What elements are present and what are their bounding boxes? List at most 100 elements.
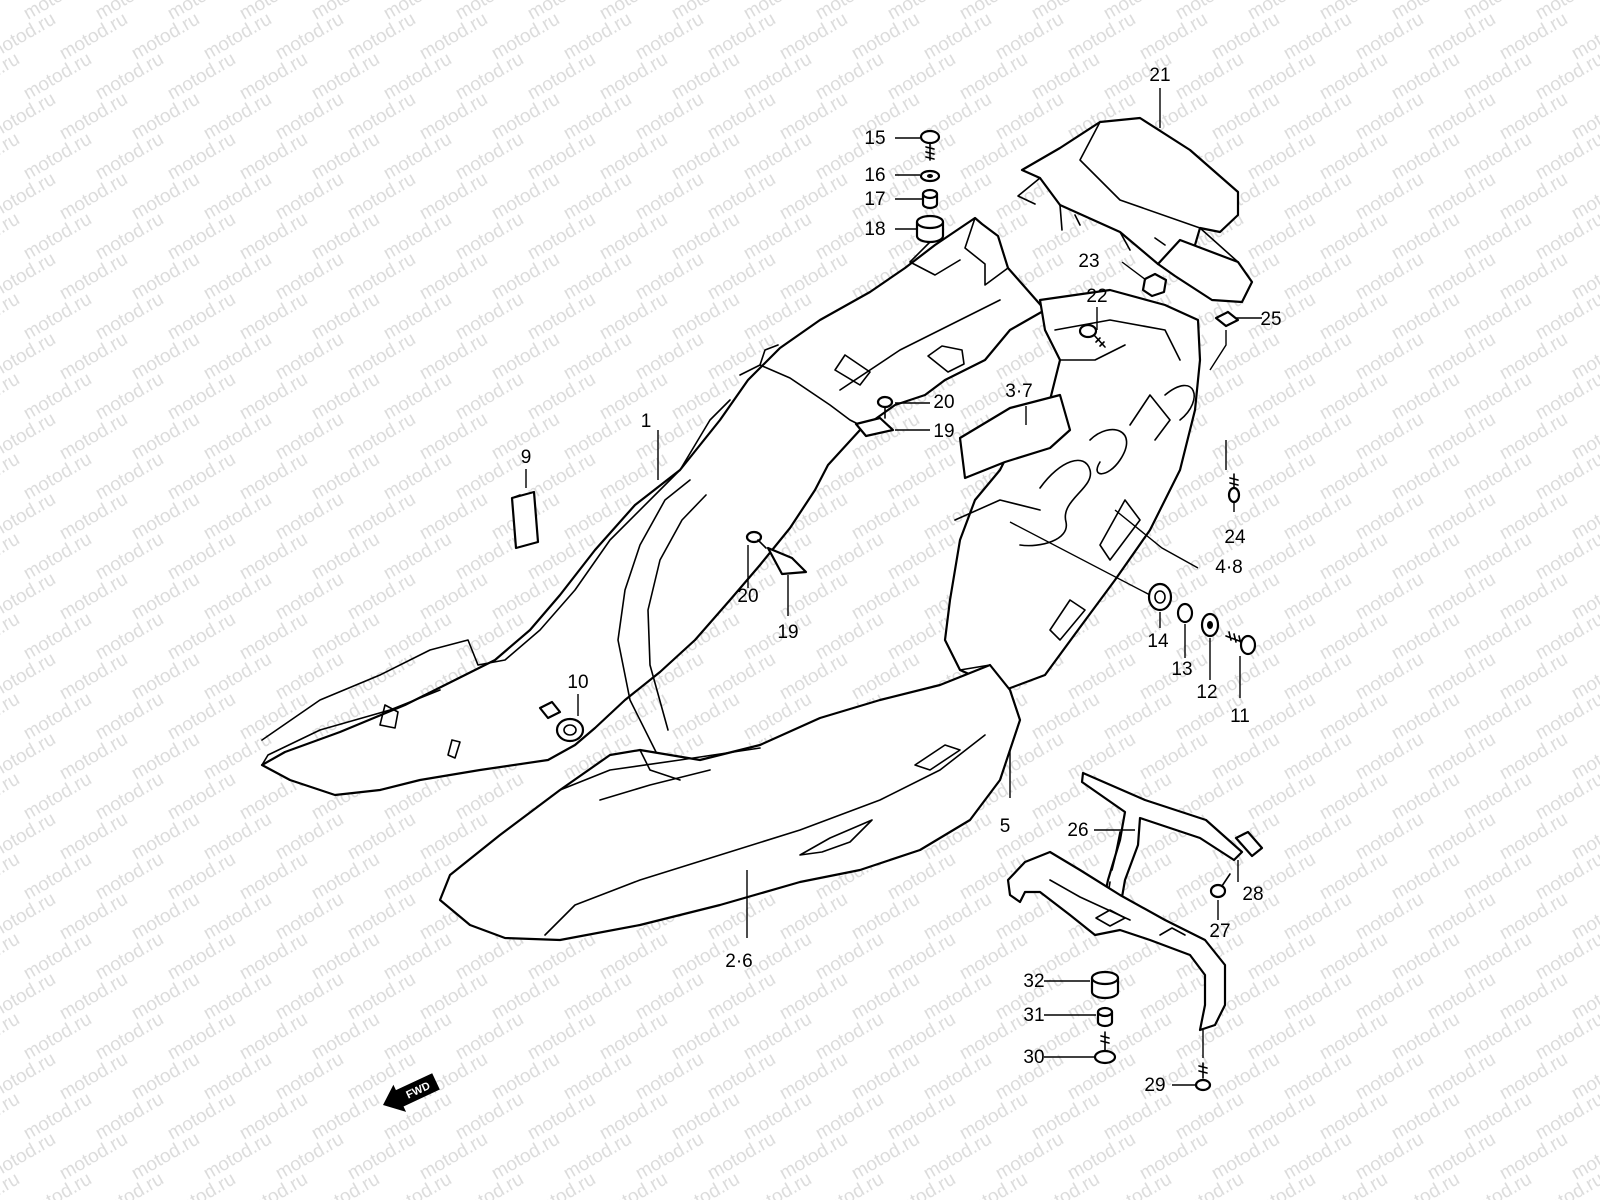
watermark-text: motod.ru [20, 849, 95, 905]
part-25-clip[interactable] [1214, 310, 1240, 328]
part-28-clip[interactable] [1234, 830, 1264, 858]
watermark-text: motod.ru [1496, 489, 1571, 545]
watermark-text: motod.ru [596, 1009, 671, 1065]
watermark-text: motod.ru [776, 9, 851, 65]
watermark-text: motod.ru [1280, 889, 1355, 945]
watermark-text: motod.ru [236, 209, 311, 265]
callout-2-6: 2·6 [725, 951, 752, 972]
watermark-text: motod.ru [128, 809, 203, 865]
watermark-text: motod.ru [956, 929, 1031, 985]
watermark-text: motod.ru [1388, 209, 1463, 265]
part-license-frame[interactable] [1006, 850, 1227, 1032]
watermark-text: motod.ru [344, 649, 419, 705]
watermark-text: motod.ru [452, 369, 527, 425]
part-23-nut[interactable] [1141, 272, 1168, 298]
watermark-text: motod.ru [200, 249, 275, 305]
watermark-text: motod.ru [1244, 209, 1319, 265]
watermark-text: motod.ru [56, 1049, 131, 1105]
watermark-text: motod.ru [272, 249, 347, 305]
watermark-text: motod.ru [1424, 809, 1499, 865]
part-24-screw[interactable] [1227, 473, 1241, 504]
watermark-text: motod.ru [1064, 649, 1139, 705]
watermark-text: motod.ru [164, 769, 239, 825]
watermark-text: motod.ru [308, 1169, 383, 1200]
watermark-text: motod.ru [1460, 689, 1535, 745]
part-15-bolt[interactable] [919, 129, 941, 161]
watermark-text: motod.ru [1316, 769, 1391, 825]
watermark-text: motod.ru [776, 969, 851, 1025]
watermark-text: motod.ru [488, 969, 563, 1025]
part-20-screw-upper[interactable] [876, 395, 894, 419]
watermark-text: motod.ru [380, 369, 455, 425]
callout-13: 13 [1171, 659, 1192, 680]
watermark-text: motod.ru [0, 369, 23, 425]
watermark-text: motod.ru [344, 569, 419, 625]
watermark-text: motod.ru [0, 49, 23, 105]
watermark-text: motod.ru [524, 129, 599, 185]
watermark-text: motod.ru [1208, 489, 1283, 545]
part-18-cushion[interactable] [915, 214, 945, 244]
part-9-label[interactable] [510, 490, 540, 550]
watermark-text: motod.ru [1532, 609, 1600, 665]
part-20-screw-lower[interactable] [745, 530, 767, 549]
watermark-text: motod.ru [56, 249, 131, 305]
part-12-washer[interactable] [1200, 612, 1220, 638]
part-2-6-side-cover[interactable] [438, 663, 1022, 942]
watermark-text: motod.ru [308, 929, 383, 985]
watermark-text: motod.ru [344, 89, 419, 145]
watermark-text: motod.ru [1532, 129, 1600, 185]
watermark-text: motod.ru [56, 969, 131, 1025]
part-21-rear-cover[interactable] [1017, 116, 1254, 304]
watermark-text: motod.ru [308, 609, 383, 665]
watermark-text: motod.ru [20, 369, 95, 425]
part-27-screw[interactable] [1209, 873, 1231, 899]
watermark-text: motod.ru [812, 1009, 887, 1065]
part-31-collar[interactable] [1096, 1006, 1114, 1028]
watermark-text: motod.ru [200, 89, 275, 145]
watermark-text: motod.ru [200, 1049, 275, 1105]
watermark-text: motod.ru [1424, 569, 1499, 625]
watermark-text: motod.ru [1244, 449, 1319, 505]
part-1-seat-tail-frame[interactable] [260, 216, 1047, 797]
watermark-text: motod.ru [0, 609, 23, 665]
callout-30: 30 [1023, 1047, 1044, 1068]
callout-15: 15 [864, 128, 885, 149]
watermark-text: motod.ru [56, 89, 131, 145]
callout-3-7: 3·7 [1005, 381, 1032, 402]
watermark-text: motod.ru [1244, 929, 1319, 985]
part-3-7-emblem-panel[interactable] [958, 393, 1072, 480]
part-13-collar[interactable] [1176, 602, 1194, 624]
watermark-text: motod.ru [920, 889, 995, 945]
watermark-text: motod.ru [1460, 1169, 1535, 1200]
watermark-text: motod.ru [200, 729, 275, 785]
watermark-text: motod.ru [452, 1009, 527, 1065]
watermark-text: motod.ru [1064, 1129, 1139, 1185]
part-19-clip-lower[interactable] [766, 546, 808, 576]
part-11-bolt[interactable] [1225, 631, 1257, 656]
part-32-cushion[interactable] [1090, 970, 1120, 1000]
watermark-text: motod.ru [1460, 369, 1535, 425]
watermark-text: motod.ru [704, 649, 779, 705]
watermark-text: motod.ru [884, 529, 959, 585]
part-16-washer[interactable] [919, 169, 941, 183]
part-14-cushion[interactable] [1147, 582, 1173, 612]
part-10-grommet[interactable] [538, 700, 585, 743]
watermark-text: motod.ru [1496, 569, 1571, 625]
watermark-text: motod.ru [668, 289, 743, 345]
watermark-text: motod.ru [92, 1169, 167, 1200]
watermark-text: motod.ru [632, 1049, 707, 1105]
watermark-text: motod.ru [1244, 769, 1319, 825]
watermark-text: motod.ru [164, 1009, 239, 1065]
part-17-collar[interactable] [921, 188, 939, 210]
part-22-screw[interactable] [1078, 323, 1106, 348]
watermark-text: motod.ru [308, 129, 383, 185]
watermark-text: motod.ru [560, 969, 635, 1025]
watermark-text: motod.ru [92, 449, 167, 505]
part-30-bolt[interactable] [1093, 1031, 1117, 1065]
watermark-text: motod.ru [1244, 1009, 1319, 1065]
watermark-text: motod.ru [416, 1129, 491, 1185]
watermark-text: motod.ru [1280, 569, 1355, 625]
part-19-clip-upper[interactable] [854, 416, 895, 438]
watermark-text: motod.ru [92, 129, 167, 185]
watermark-text: motod.ru [308, 49, 383, 105]
